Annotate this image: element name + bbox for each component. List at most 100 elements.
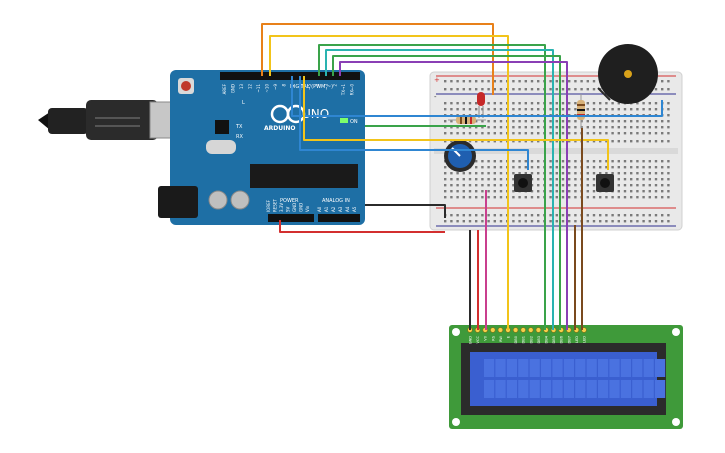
bb-hole bbox=[636, 108, 639, 111]
bb-hole bbox=[617, 184, 620, 187]
bb-hole bbox=[605, 166, 608, 169]
bb-hole bbox=[623, 126, 627, 129]
bb-hole bbox=[481, 178, 484, 181]
lcd-pin-label: LED bbox=[583, 336, 587, 343]
bb-hole bbox=[537, 190, 540, 193]
bb-hole bbox=[493, 160, 496, 163]
bb-hole bbox=[493, 178, 496, 181]
bb-hole bbox=[444, 190, 447, 193]
bb-hole bbox=[524, 160, 527, 163]
bb-hole bbox=[537, 80, 540, 83]
bb-hole bbox=[444, 102, 447, 105]
lcd-pin-label: DB1 bbox=[522, 336, 526, 344]
bb-hole bbox=[524, 172, 527, 175]
bb-hole bbox=[493, 132, 496, 135]
bb-hole bbox=[611, 132, 614, 135]
bb-hole bbox=[654, 166, 658, 169]
bb-hole bbox=[475, 196, 478, 199]
bb-hole bbox=[475, 120, 478, 123]
lcd-cell bbox=[620, 359, 631, 377]
power-jack bbox=[158, 186, 198, 218]
bb-hole bbox=[574, 132, 577, 135]
lcd-cell bbox=[563, 359, 574, 377]
bb-hole bbox=[661, 166, 664, 169]
bb-hole bbox=[444, 88, 447, 91]
bb-hole bbox=[611, 126, 614, 129]
push-button-2[interactable] bbox=[596, 174, 614, 192]
lcd-cell bbox=[609, 359, 620, 377]
bb-hole bbox=[636, 196, 639, 199]
bb-hole bbox=[568, 88, 571, 91]
bb-hole bbox=[450, 102, 453, 105]
bb-hole bbox=[487, 88, 490, 91]
bb-hole bbox=[456, 196, 459, 199]
bb-hole bbox=[642, 196, 645, 199]
bb-hole bbox=[518, 196, 521, 199]
bb-hole bbox=[617, 220, 620, 223]
pin-label: GND bbox=[231, 84, 236, 93]
rail-plus-label: + bbox=[434, 76, 440, 84]
bb-hole bbox=[499, 178, 503, 181]
bb-hole bbox=[617, 166, 620, 169]
bb-hole bbox=[661, 88, 664, 91]
bb-hole bbox=[468, 108, 472, 111]
bb-hole bbox=[450, 190, 453, 193]
pin-label: 12 bbox=[248, 84, 253, 90]
bb-hole bbox=[456, 190, 459, 193]
bb-hole bbox=[617, 140, 620, 143]
bb-hole bbox=[667, 178, 670, 181]
pin-label: TX→1 bbox=[341, 84, 346, 97]
bb-hole bbox=[617, 126, 620, 129]
bb-hole bbox=[537, 160, 540, 163]
usb-plug-tip bbox=[38, 112, 50, 130]
bb-hole bbox=[512, 160, 515, 163]
bb-hole bbox=[623, 184, 627, 187]
bb-hole bbox=[493, 220, 496, 223]
bb-hole bbox=[549, 102, 552, 105]
bb-hole bbox=[599, 214, 602, 217]
bb-hole bbox=[636, 132, 639, 135]
bb-hole bbox=[611, 102, 614, 105]
bb-hole bbox=[642, 190, 645, 193]
arduino-uno-board[interactable]: UNO ARDUINO DIGITAL (PWM ~) ON L TX RX P… bbox=[158, 70, 365, 225]
bb-hole bbox=[475, 190, 478, 193]
bb-hole bbox=[493, 140, 496, 143]
bb-hole bbox=[518, 214, 521, 217]
bb-hole bbox=[456, 102, 459, 105]
push-button-1[interactable] bbox=[514, 174, 532, 192]
bb-hole bbox=[481, 166, 484, 169]
bb-hole bbox=[487, 172, 490, 175]
bb-hole bbox=[530, 190, 534, 193]
pin-label: A4 bbox=[345, 206, 350, 212]
bb-hole bbox=[568, 126, 571, 129]
bb-hole bbox=[667, 114, 670, 117]
potentiometer[interactable] bbox=[444, 140, 476, 172]
bb-hole bbox=[475, 160, 478, 163]
bb-hole bbox=[623, 190, 627, 193]
bb-hole bbox=[574, 178, 577, 181]
pin-label: ~3 bbox=[324, 84, 329, 90]
bb-hole bbox=[654, 184, 658, 187]
bb-hole bbox=[574, 184, 577, 187]
bb-hole bbox=[599, 166, 602, 169]
bb-hole bbox=[667, 172, 670, 175]
bb-hole bbox=[518, 80, 521, 83]
bb-hole bbox=[561, 214, 565, 217]
bb-hole bbox=[648, 102, 651, 105]
bb-hole bbox=[630, 190, 633, 193]
bb-hole bbox=[444, 120, 447, 123]
bb-hole bbox=[661, 196, 664, 199]
bb-hole bbox=[518, 126, 521, 129]
rail-minus-label: - bbox=[434, 93, 437, 101]
bb-hole bbox=[630, 214, 633, 217]
bb-hole bbox=[487, 178, 490, 181]
bb-hole bbox=[537, 140, 540, 143]
bb-hole bbox=[599, 140, 602, 143]
bb-hole bbox=[667, 184, 670, 187]
pin-label: A0 bbox=[317, 206, 322, 212]
bb-hole bbox=[568, 160, 571, 163]
bb-hole bbox=[468, 220, 472, 223]
bb-hole bbox=[599, 126, 602, 129]
bb-hole bbox=[654, 120, 658, 123]
